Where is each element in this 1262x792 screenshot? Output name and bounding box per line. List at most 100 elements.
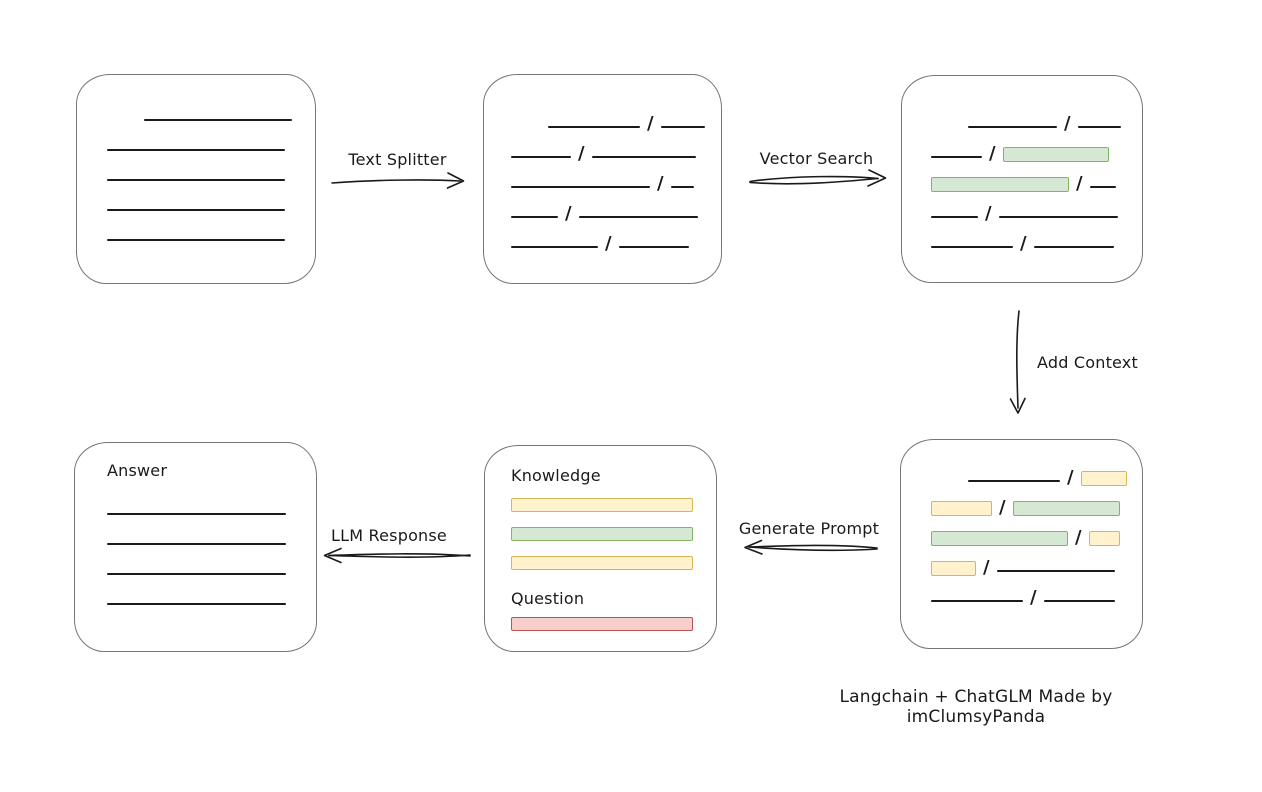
text-line <box>511 246 598 248</box>
indent-gap <box>931 482 961 483</box>
slash-separator: / <box>1076 173 1083 194</box>
slash-separator: / <box>578 143 585 164</box>
segment-row <box>107 226 315 242</box>
segment-row: / <box>511 173 721 193</box>
vector-search-arrow <box>749 169 887 187</box>
slash-separator: / <box>999 497 1006 518</box>
segment-row <box>511 527 716 541</box>
slash-separator: / <box>657 173 664 194</box>
text-splitter-label: Text Splitter <box>348 150 447 169</box>
slash-separator: / <box>983 557 990 578</box>
red-chunk <box>511 617 693 631</box>
text-line <box>996 570 1115 572</box>
text-line <box>107 513 286 515</box>
generate-prompt-arrow <box>744 539 878 555</box>
text-line <box>107 239 285 241</box>
indent-gap <box>511 128 541 129</box>
vector-search-label: Vector Search <box>759 149 874 168</box>
answer-box: Answer <box>74 442 317 652</box>
segment-row: / <box>511 113 721 133</box>
text-line <box>107 543 286 545</box>
slash-separator: / <box>1075 527 1082 548</box>
text-line <box>107 149 285 151</box>
yellow-chunk <box>931 561 976 576</box>
text-line <box>511 156 571 158</box>
segment-row: / <box>931 467 1142 487</box>
text-line <box>511 216 558 218</box>
segment-row <box>107 560 316 576</box>
question-bar <box>511 617 716 631</box>
generate-prompt-label: Generate Prompt <box>738 519 880 538</box>
segment-row: / <box>931 203 1142 223</box>
slash-separator: / <box>1030 587 1037 608</box>
prompt-box: Knowledge Question <box>484 445 717 652</box>
segment-row <box>107 136 315 152</box>
text-line <box>670 186 694 188</box>
text-line <box>968 126 1057 128</box>
knowledge-bars <box>511 498 716 570</box>
segment-row <box>107 530 316 546</box>
slash-separator: / <box>1020 233 1027 254</box>
green-chunk <box>931 531 1068 546</box>
segment-row: / <box>511 233 721 253</box>
green-chunk <box>1002 147 1109 162</box>
split-chunks-box: / / / / / <box>483 74 722 284</box>
yellow-chunk <box>511 498 693 512</box>
green-chunk <box>511 527 693 541</box>
segment-row <box>511 617 716 631</box>
vector-matched-chunks-box: / / / / / <box>901 75 1143 283</box>
segment-row: / <box>931 587 1142 607</box>
document-lines <box>107 106 315 242</box>
segment-row: / <box>931 527 1142 547</box>
context-chunk-lines: / / / / / <box>931 467 1142 607</box>
text-line <box>107 209 285 211</box>
yellow-chunk <box>1080 471 1127 486</box>
text-line <box>144 119 292 121</box>
segment-row: / <box>931 143 1142 163</box>
text-line <box>968 480 1060 482</box>
segment-row: / <box>931 557 1142 577</box>
indent-gap <box>107 121 137 122</box>
segment-row <box>107 196 315 212</box>
answer-label: Answer <box>107 461 168 480</box>
credit-caption: Langchain + ChatGLM Made by imClumsyPand… <box>839 687 1113 727</box>
answer-lines <box>107 500 316 606</box>
yellow-chunk <box>1088 531 1120 546</box>
segment-row: / <box>931 233 1142 253</box>
segment-row: / <box>931 497 1142 517</box>
segment-row: / <box>511 203 721 223</box>
slash-separator: / <box>565 203 572 224</box>
green-chunk <box>1012 501 1120 516</box>
segment-row <box>107 166 315 182</box>
slash-separator: / <box>647 113 654 134</box>
add-context-label: Add Context <box>1037 353 1138 372</box>
segment-row: / <box>931 173 1142 193</box>
text-line <box>1033 246 1114 248</box>
context-chunks-box: / / / / / <box>900 439 1143 649</box>
question-label: Question <box>511 589 585 608</box>
knowledge-label: Knowledge <box>511 466 601 485</box>
text-line <box>548 126 640 128</box>
slash-separator: / <box>1067 467 1074 488</box>
text-line <box>931 216 978 218</box>
add-context-arrow <box>1009 310 1026 414</box>
yellow-chunk <box>511 556 693 570</box>
source-document-box <box>76 74 316 284</box>
segment-row <box>107 106 315 122</box>
text-line <box>511 186 650 188</box>
text-line <box>931 600 1023 602</box>
text-line <box>998 216 1118 218</box>
indent-gap <box>931 128 961 129</box>
chunk-lines: / / / / / <box>511 113 721 253</box>
slash-separator: / <box>1064 113 1071 134</box>
text-line <box>931 246 1013 248</box>
segment-row <box>511 498 716 512</box>
segment-row: / <box>931 113 1142 133</box>
slash-separator: / <box>989 143 996 164</box>
yellow-chunk <box>931 501 992 516</box>
text-splitter-arrow <box>331 172 465 189</box>
text-line <box>578 216 698 218</box>
segment-row: / <box>511 143 721 163</box>
text-line <box>107 573 286 575</box>
